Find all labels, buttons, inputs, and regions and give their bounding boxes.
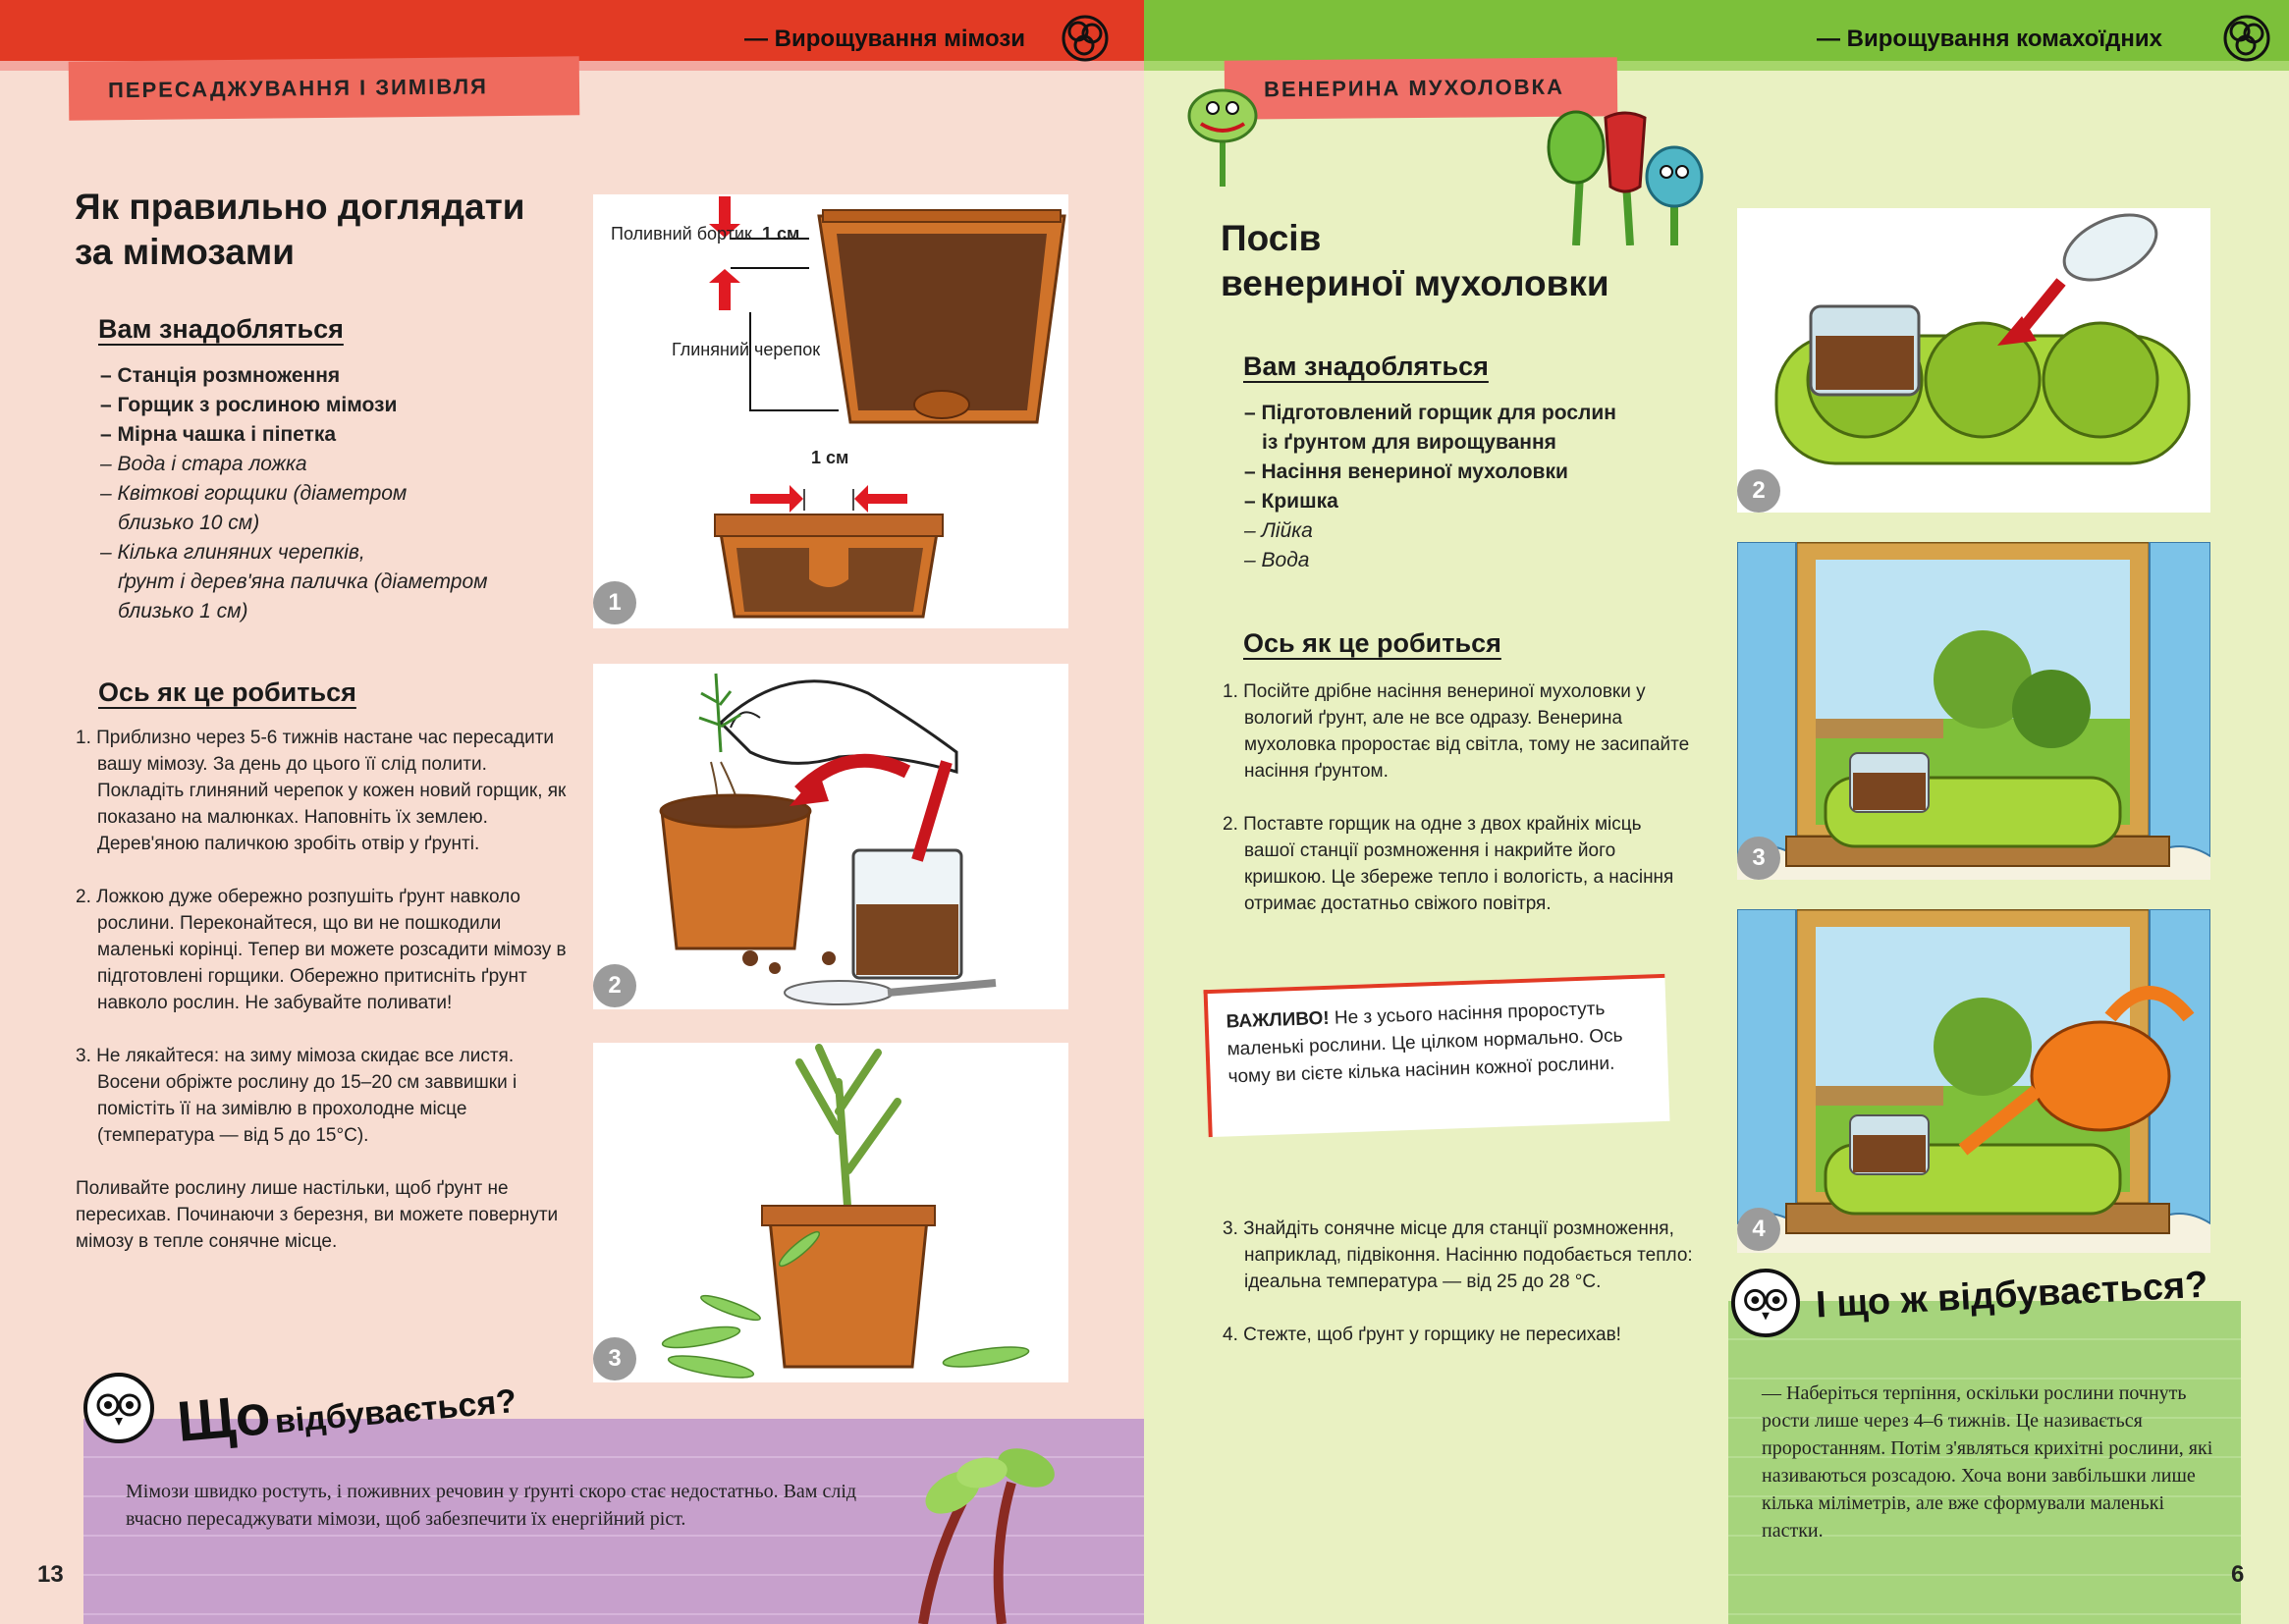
figure-3-panel: 3 <box>593 1043 1068 1382</box>
running-head-right: — Вирощування комахоїдних <box>1817 26 2162 52</box>
what-happens-box-left <box>83 1419 1144 1624</box>
step-text: 2. Поставте горщик на одне з двох крайні… <box>1223 814 1674 914</box>
right-page: — Вирощування комахоїдних ВЕНЕРИНА МУХОЛ… <box>1144 0 2289 1624</box>
step-text: 3. Не лякайтеся: на зиму мімоза скидає в… <box>76 1046 518 1146</box>
step-text: 1. Приблизно через 5-6 тижнів настане ча… <box>76 728 567 854</box>
pot-diagram-illustration <box>709 196 1066 619</box>
step-text: 2. Ложкою дуже обережно розпушіть ґрунт … <box>76 887 567 1013</box>
figure-number-right-2: 2 <box>1737 469 1780 513</box>
section-ribbon-left-label: ПЕРЕСАДЖУВАННЯ І ЗИМІВЛЯ <box>107 74 489 103</box>
repotting-illustration <box>659 673 997 1005</box>
how-heading-right: Ось як це робиться <box>1243 628 1501 658</box>
steps-right-continued: 3. Знайдіть сонячне місце для станції ро… <box>1223 1216 1694 1375</box>
winter-mimosa-illustration <box>661 1044 1030 1379</box>
carnivorous-plants-illustration <box>1547 110 1704 245</box>
need-item: – Підготовлений горщик для рослин <box>1244 402 1616 424</box>
what-happens-box-right <box>1728 1301 2241 1624</box>
what-happens-title-big: Що <box>174 1381 273 1454</box>
need-item: – Станція розмноження <box>100 364 341 387</box>
needs-list-left: – Станція розмноження – Горщик з рослино… <box>100 361 591 626</box>
figure-right-2-panel: 2 <box>1737 208 2210 513</box>
need-item: – Квіткові горщики (діаметром <box>100 482 408 505</box>
figure-number-right-4: 4 <box>1737 1208 1780 1251</box>
need-item: – Горщик з рослиною мімози <box>100 394 398 416</box>
need-item: близько 10 см) <box>118 512 260 534</box>
logo-circles-icon <box>2223 15 2270 62</box>
step-text: 4. Стежте, щоб ґрунт у горщику не переси… <box>1223 1325 1621 1345</box>
need-item: – Мірна чашка і піпетка <box>100 423 337 446</box>
figure-number-2: 2 <box>593 964 636 1007</box>
seedling-illustration <box>918 1448 1055 1624</box>
section-ribbon-left: ПЕРЕСАДЖУВАННЯ І ЗИМІВЛЯ <box>68 56 580 121</box>
label-watering-rim: Поливний бортик <box>611 224 752 244</box>
header-band-right <box>1144 0 2289 69</box>
section-ribbon-right-label: ВЕНЕРИНА МУХОЛОВКА <box>1263 74 1565 102</box>
figure-2-panel: 2 <box>593 664 1068 1009</box>
flytrap-mascot-small-illustration <box>1187 88 1258 187</box>
header-band-right-stripe <box>1144 61 2289 71</box>
label-clay-shard: Глиняний черепок <box>672 340 821 359</box>
how-heading-left: Ось як це робиться <box>98 677 356 707</box>
owl-icon <box>1731 1269 1800 1337</box>
need-item: – Вода і стара ложка <box>100 453 307 475</box>
important-label: ВАЖЛИВО! <box>1226 1007 1330 1033</box>
watering-illustration <box>1737 909 2210 1253</box>
needs-heading-left: Вам знадобляться <box>98 314 344 344</box>
need-item: – Вода <box>1244 549 1310 571</box>
running-head-left: — Вирощування мімози <box>744 26 1026 52</box>
page-title-right-line1: Посів <box>1221 218 1322 258</box>
left-page: — Вирощування мімози ПЕРЕСАДЖУВАННЯ І ЗИ… <box>0 0 1144 1624</box>
important-note: ВАЖЛИВО! Не з усього насіння проростуть … <box>1203 973 1670 1138</box>
windowsill-illustration <box>1737 542 2210 880</box>
figure-right-3-panel: 3 <box>1737 542 2210 880</box>
figure-1-panel: Поливний бортик 1 см Глиняний черепок 1 … <box>593 194 1068 628</box>
label-1cm-rim: 1 см <box>762 224 800 244</box>
need-item: – Кришка <box>1244 490 1338 513</box>
page-title-left-line1: Як правильно доглядати <box>75 187 525 227</box>
steps-right: 1. Посійте дрібне насіння венериної мухо… <box>1223 678 1694 944</box>
needs-list-right: – Підготовлений горщик для рослин із ґру… <box>1244 399 1716 575</box>
need-item: із ґрунтом для вирощування <box>1262 431 1556 454</box>
closing-text: Поливайте рослину лише настільки, щоб ґр… <box>76 1178 559 1252</box>
owl-icon <box>83 1373 154 1443</box>
need-item: – Насіння венериної мухоловки <box>1244 460 1568 483</box>
figure-number-1: 1 <box>593 581 636 624</box>
page-number-right: 6 <box>2231 1561 2245 1588</box>
step-text: 1. Посійте дрібне насіння венериної мухо… <box>1223 681 1690 782</box>
step-text: 3. Знайдіть сонячне місце для станції ро… <box>1223 1218 1693 1292</box>
steps-left: 1. Приблизно через 5-6 тижнів настане ча… <box>76 725 576 1281</box>
page-title-left: Як правильно доглядати за мімозами <box>75 185 525 275</box>
page-title-right-line2: венериної мухоловки <box>1221 263 1609 303</box>
page-title-left-line2: за мімозами <box>75 232 296 272</box>
page-number-left: 13 <box>37 1561 64 1588</box>
need-item: – Кілька глиняних черепків, <box>100 541 365 564</box>
label-1cm-hole: 1 см <box>811 448 849 467</box>
figure-number-3: 3 <box>593 1337 636 1380</box>
need-item: – Лійка <box>1244 519 1313 542</box>
page-title-right: Посів венериної мухоловки <box>1221 216 1609 306</box>
what-happens-text-left: Мімози швидко ростуть, і поживних речови… <box>126 1481 857 1530</box>
need-item: ґрунт і дерев'яна паличка (діаметром <box>118 570 488 593</box>
logo-circles-icon <box>1062 15 1109 62</box>
need-item: близько 1 см) <box>118 600 248 623</box>
needs-heading-right: Вам знадобляться <box>1243 352 1489 381</box>
figure-number-right-3: 3 <box>1737 837 1780 880</box>
propagator-lid-illustration <box>1774 213 2191 465</box>
figure-right-4-panel: 4 <box>1737 909 2210 1253</box>
what-happens-text-right: — Наберіться терпіння, оскільки рослини … <box>1762 1382 2213 1542</box>
